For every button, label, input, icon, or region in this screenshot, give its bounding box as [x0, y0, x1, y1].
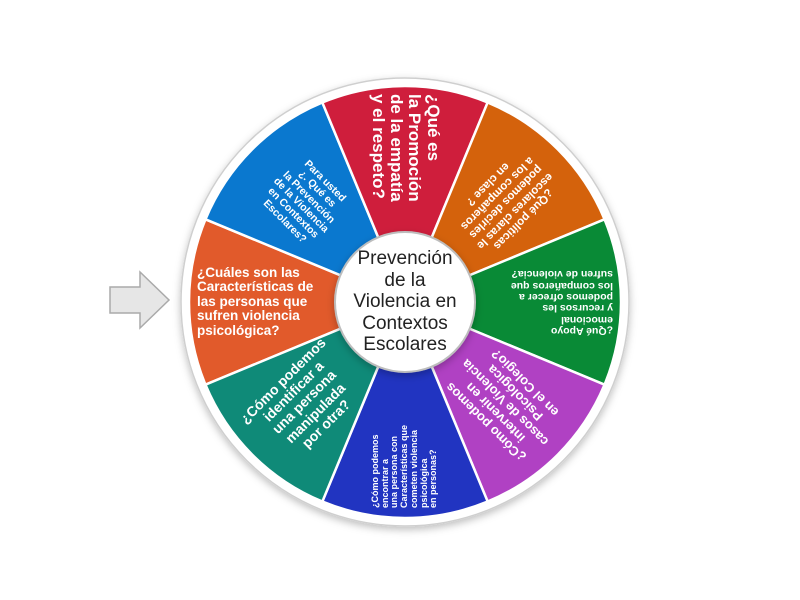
wheel-segment	[320, 84, 490, 306]
wheel-segment	[401, 217, 623, 387]
wheel-segment	[187, 217, 409, 387]
wheel-title: Prevención de la Violencia en Contextos …	[353, 248, 457, 356]
segment-label: ¿Cuáles son las Características de las p…	[197, 264, 314, 338]
wheel-hub	[334, 231, 476, 373]
wheel-segment	[320, 298, 490, 520]
arrow-right-icon	[109, 270, 171, 330]
